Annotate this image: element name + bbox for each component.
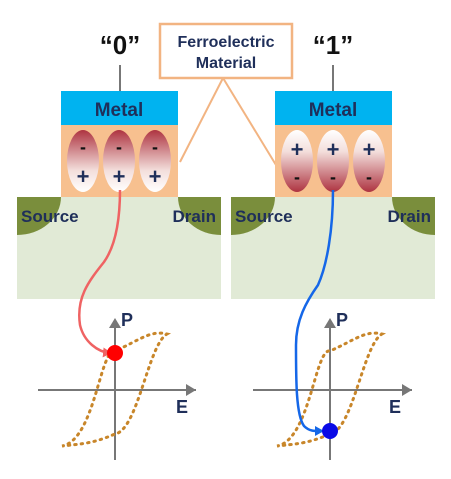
- drain-label-right: Drain: [388, 207, 431, 226]
- source-well-right: [231, 197, 275, 235]
- polarization-domain: + -: [353, 130, 385, 192]
- hysteresis-loop-left: [61, 331, 172, 448]
- minus-sign: -: [330, 167, 336, 187]
- plus-sign: +: [291, 137, 304, 162]
- plus-sign: +: [363, 137, 376, 162]
- polarization-domain: + -: [317, 130, 349, 192]
- drain-label-left: Drain: [173, 207, 216, 226]
- p-axis-label-left: P: [121, 310, 133, 330]
- state-dot-blue: [322, 423, 338, 439]
- polarization-domain: - +: [139, 130, 171, 192]
- plus-sign: +: [77, 164, 90, 189]
- plus-sign: +: [149, 164, 162, 189]
- polarization-domain: - +: [67, 130, 99, 192]
- callout-line-1: Ferroelectric: [178, 34, 275, 51]
- source-well-left: [17, 197, 61, 235]
- metal-gate-right: [275, 91, 392, 125]
- ferroelectric-callout: Ferroelectric Material: [158, 22, 294, 166]
- source-label-right: Source: [235, 207, 293, 226]
- blue-connection-wire: [294, 189, 335, 437]
- minus-sign: -: [366, 167, 372, 187]
- polarization-domain: - +: [103, 130, 135, 192]
- polarization-domain: + -: [281, 130, 313, 192]
- state-zero-label: “0”: [100, 30, 140, 60]
- device-right: Metal + - + - + - Source Drain: [231, 91, 435, 299]
- p-axis-label-right: P: [336, 310, 348, 330]
- e-axis-label-left: E: [176, 397, 188, 417]
- hysteresis-graph-right: P E: [253, 310, 412, 460]
- minus-sign: -: [294, 167, 300, 187]
- minus-sign: -: [80, 137, 86, 157]
- source-label-left: Source: [21, 207, 79, 226]
- drain-well-left: [178, 197, 221, 235]
- red-connection-wire: [77, 189, 122, 358]
- minus-sign: -: [152, 137, 158, 157]
- drain-well-right: [392, 197, 435, 235]
- state-dot-red: [107, 345, 123, 361]
- hysteresis-loop-right: [276, 331, 387, 448]
- plus-sign: +: [113, 164, 126, 189]
- metal-gate-left: [61, 91, 178, 125]
- metal-label-right: Metal: [309, 100, 358, 121]
- hysteresis-graph-left: P E: [38, 310, 196, 460]
- plus-sign: +: [327, 137, 340, 162]
- callout-line-2: Material: [196, 55, 256, 72]
- minus-sign: -: [116, 137, 122, 157]
- metal-label-left: Metal: [95, 100, 144, 121]
- state-one-label: “1”: [313, 30, 353, 60]
- device-left: Metal - + - + - + Source Drain: [17, 91, 221, 299]
- e-axis-label-right: E: [389, 397, 401, 417]
